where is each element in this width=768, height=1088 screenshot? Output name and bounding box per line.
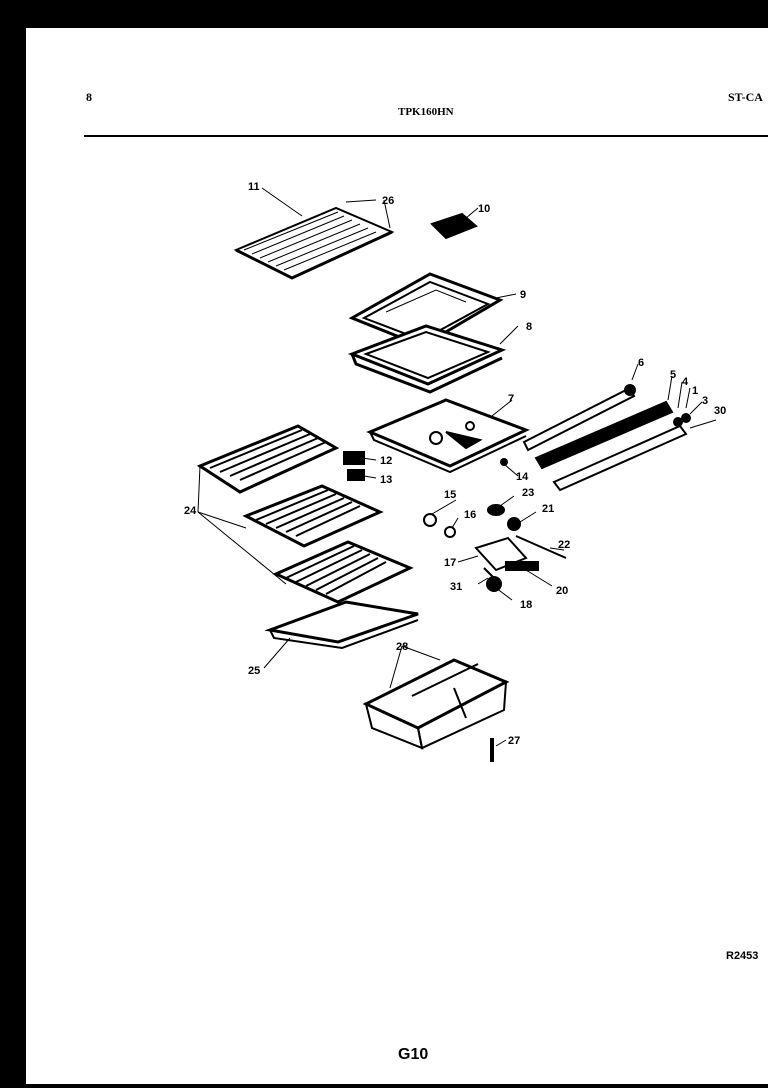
callout-28: 28 [396, 641, 408, 653]
crisper-drawer-28 [362, 658, 510, 750]
part-12 [343, 451, 365, 465]
part-14 [500, 458, 508, 466]
callout-31: 31 [450, 581, 462, 593]
callout-5: 5 [670, 369, 676, 381]
model-number: TPK160HN [398, 106, 454, 118]
part-18 [486, 576, 502, 592]
glass-shelf-25 [264, 600, 419, 650]
callout-18: 18 [520, 599, 532, 611]
crisper-frame-8 [347, 324, 507, 394]
part-15 [423, 513, 437, 527]
page-code: G10 [398, 1046, 429, 1063]
parts-sheet: 8 TPK160HN ST-CA [26, 28, 768, 1084]
callout-23: 23 [522, 487, 534, 499]
wire-shelf-24c [272, 540, 414, 604]
reference-code: R2453 [726, 950, 759, 962]
callout-20: 20 [556, 585, 568, 597]
wire-shelf-24a [196, 424, 340, 494]
callout-12: 12 [380, 455, 392, 467]
callout-26: 26 [382, 195, 394, 207]
control-housing-7 [366, 398, 530, 474]
part-10 [430, 212, 478, 240]
callout-25: 25 [248, 665, 260, 677]
callout-15: 15 [444, 489, 456, 501]
callout-27: 27 [508, 735, 520, 747]
callout-4: 4 [682, 376, 689, 388]
part-31 [483, 567, 495, 579]
section-code: ST-CA [728, 90, 763, 104]
part-16a [444, 526, 456, 538]
page-number: 8 [86, 90, 92, 104]
exploded-parts-diagram: 11 26 10 9 8 6 5 4 1 3 30 7 12 13 14 15 … [184, 181, 726, 762]
part-22 [515, 535, 567, 559]
part-20 [505, 561, 539, 571]
callout-22: 22 [558, 539, 570, 551]
callout-11: 11 [248, 181, 260, 193]
callout-9: 9 [520, 289, 526, 301]
callout-7: 7 [508, 393, 514, 405]
shelf-glass-11 [233, 206, 395, 280]
header-rule [84, 135, 768, 137]
callout-21: 21 [542, 503, 554, 515]
callout-30: 30 [714, 405, 726, 417]
callout-24: 24 [184, 505, 197, 517]
callout-6: 6 [638, 357, 644, 369]
callout-13: 13 [380, 474, 392, 486]
part-13 [347, 469, 365, 481]
wire-shelf-24b [242, 484, 384, 548]
part-21 [507, 517, 521, 531]
callout-1: 1 [692, 385, 698, 397]
callout-8: 8 [526, 321, 532, 333]
callout-3: 3 [702, 395, 708, 407]
rails [522, 384, 717, 492]
callout-16: 16 [464, 509, 476, 521]
part-23 [487, 504, 505, 516]
callout-17: 17 [444, 557, 456, 569]
callout-14: 14 [516, 471, 529, 483]
callout-10: 10 [478, 203, 490, 215]
